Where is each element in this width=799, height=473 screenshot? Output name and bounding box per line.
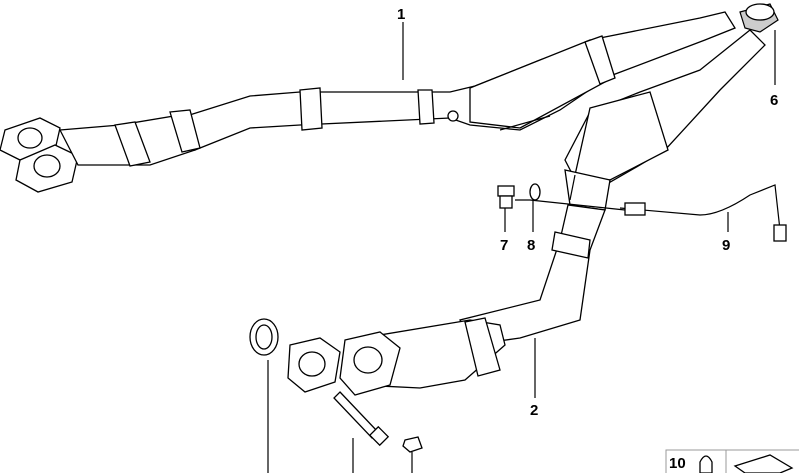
front-pipe-1	[0, 11, 736, 193]
bolt	[333, 391, 390, 447]
callout-2: 2	[530, 402, 538, 419]
plug-part-7	[497, 185, 515, 209]
front-pipe-2	[287, 29, 766, 396]
oxygen-sensor-part-9	[619, 184, 787, 242]
callout-10: 10	[669, 455, 686, 472]
callout-9: 9	[722, 237, 730, 254]
callout-6: 6	[770, 92, 778, 109]
nut	[402, 436, 423, 453]
callout-1: 1	[397, 6, 405, 23]
callout-8: 8	[527, 237, 535, 254]
part-10-box	[665, 449, 799, 473]
callout-7: 7	[500, 237, 508, 254]
seal-ring-part-8	[529, 183, 541, 201]
clamp-part-6	[739, 3, 779, 33]
